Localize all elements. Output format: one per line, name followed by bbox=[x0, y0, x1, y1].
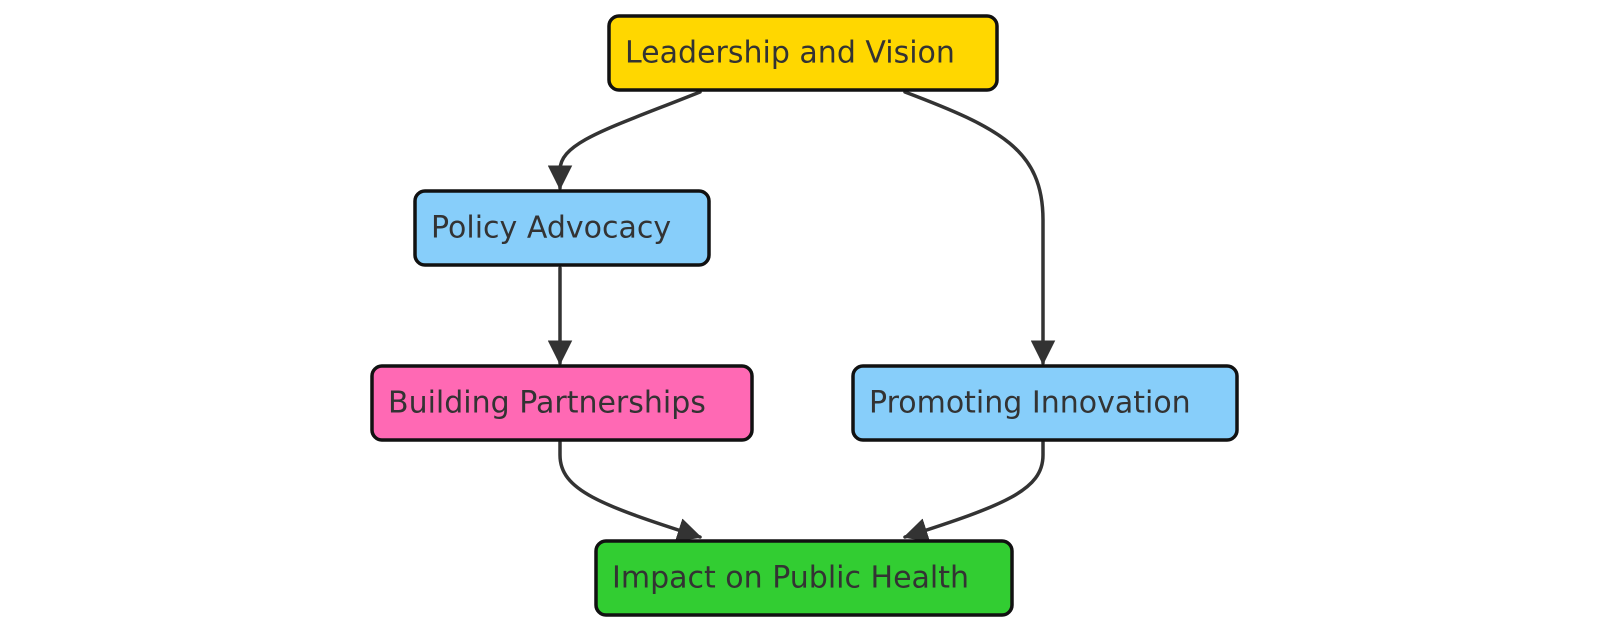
edges bbox=[547, 90, 1056, 542]
node-label-impact: Impact on Public Health bbox=[612, 561, 969, 596]
node-leadership-and-vision[interactable]: Leadership and Vision bbox=[607, 14, 999, 92]
node-policy-advocacy[interactable]: Policy Advocacy bbox=[413, 189, 711, 267]
node-box-leadership bbox=[607, 14, 999, 92]
node-impact-on-public-health[interactable]: Impact on Public Health bbox=[594, 539, 1014, 617]
node-box-innovation bbox=[851, 364, 1239, 442]
edge-leadership-to-innovation bbox=[903, 90, 1056, 366]
edge-innovation-to-impact bbox=[903, 440, 1045, 542]
node-box-impact bbox=[594, 539, 1014, 617]
node-label-policy: Policy Advocacy bbox=[431, 211, 671, 246]
node-box-partnerships bbox=[370, 364, 754, 442]
edge-partnerships-to-impact bbox=[558, 440, 702, 542]
node-promoting-innovation[interactable]: Promoting Innovation bbox=[851, 364, 1239, 442]
node-label-partnerships: Building Partnerships bbox=[388, 386, 706, 421]
node-box-policy bbox=[413, 189, 711, 267]
edge-leadership-to-policy bbox=[547, 90, 702, 191]
node-label-leadership: Leadership and Vision bbox=[625, 36, 955, 71]
node-building-partnerships[interactable]: Building Partnerships bbox=[370, 364, 754, 442]
node-label-innovation: Promoting Innovation bbox=[869, 386, 1191, 421]
